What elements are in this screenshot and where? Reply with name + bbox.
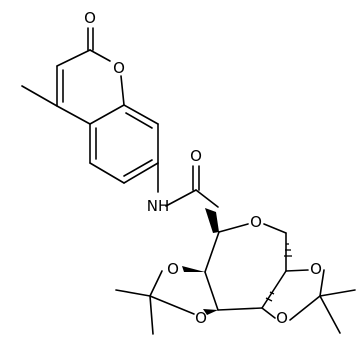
bond-c1-o-upper-right [285, 269, 309, 272]
bond-oring-c1 [263, 223, 287, 234]
bond-cq-right-me1 [319, 289, 356, 297]
coumarin-moiety [21, 27, 159, 193]
bond-cq-left-me1 [115, 289, 151, 297]
atom-o-lactone-carbonyl: O [84, 9, 96, 27]
bond-c4a-c8a [89, 104, 125, 125]
bond-c8-c8a-b [125, 112, 153, 129]
bond-cq-left-me2 [149, 295, 154, 335]
hash-line [265, 297, 273, 302]
bond-o-upper-right-cq [319, 269, 325, 297]
bond-c3-c2 [204, 271, 219, 311]
bond-c6-c7-b [123, 159, 153, 177]
bond-c2-c1 [217, 307, 263, 311]
amide-linker [165, 165, 219, 208]
atom-labels: O O NH O O O O O O [84, 9, 322, 327]
atom-n-amide: NH [147, 197, 170, 215]
bond-c1-c1prime [261, 270, 287, 309]
bond-c2-c3 [56, 49, 91, 67]
bond-o1-c8a [120, 75, 125, 106]
hash-line [269, 291, 275, 295]
bond-c4-c4a [56, 105, 91, 125]
bond-c5-oring [218, 223, 249, 233]
hash-bond-c1 [284, 243, 292, 257]
atom-o-amide-carbonyl: O [190, 147, 202, 165]
bond-o-lower-right-cq [289, 295, 321, 321]
atom-o-ring-pyranone: O [113, 59, 125, 77]
atom-o-dioxolane-lower-right: O [276, 309, 288, 327]
bond-carbonyl-c-c5 [195, 189, 219, 208]
bond-n-carbonyl-c [165, 189, 197, 207]
bond-c4-c3 [204, 231, 220, 273]
wedge-bond-c5 [205, 208, 219, 233]
wedge-bond-c3-oleft [182, 266, 205, 272]
atom-o-dioxolane-upper-right: O [310, 260, 322, 278]
atom-o-dioxolane-lower-left: O [195, 309, 207, 327]
bond-c6-c7-a [123, 162, 159, 184]
bond-c5-c6 [89, 162, 125, 184]
bond-o-lower-left-cq [149, 295, 195, 315]
bond-c4-methyl [21, 85, 58, 107]
atom-o-pyranose-ring: O [250, 213, 262, 231]
bond-c2-o1 [89, 49, 111, 62]
bond-o-upper-left-cq [149, 270, 163, 297]
atom-o-dioxolane-upper-left: O [167, 260, 179, 278]
hash-bond-c2 [265, 291, 275, 302]
bond-cq-right-me2 [319, 295, 341, 334]
galactopyranuronamide-core [115, 208, 356, 335]
bond-c1prime-o-lower-right [261, 307, 276, 319]
bond-c8-c8a-a [123, 104, 159, 125]
wedge-bond-c2-olower-left [203, 309, 218, 315]
